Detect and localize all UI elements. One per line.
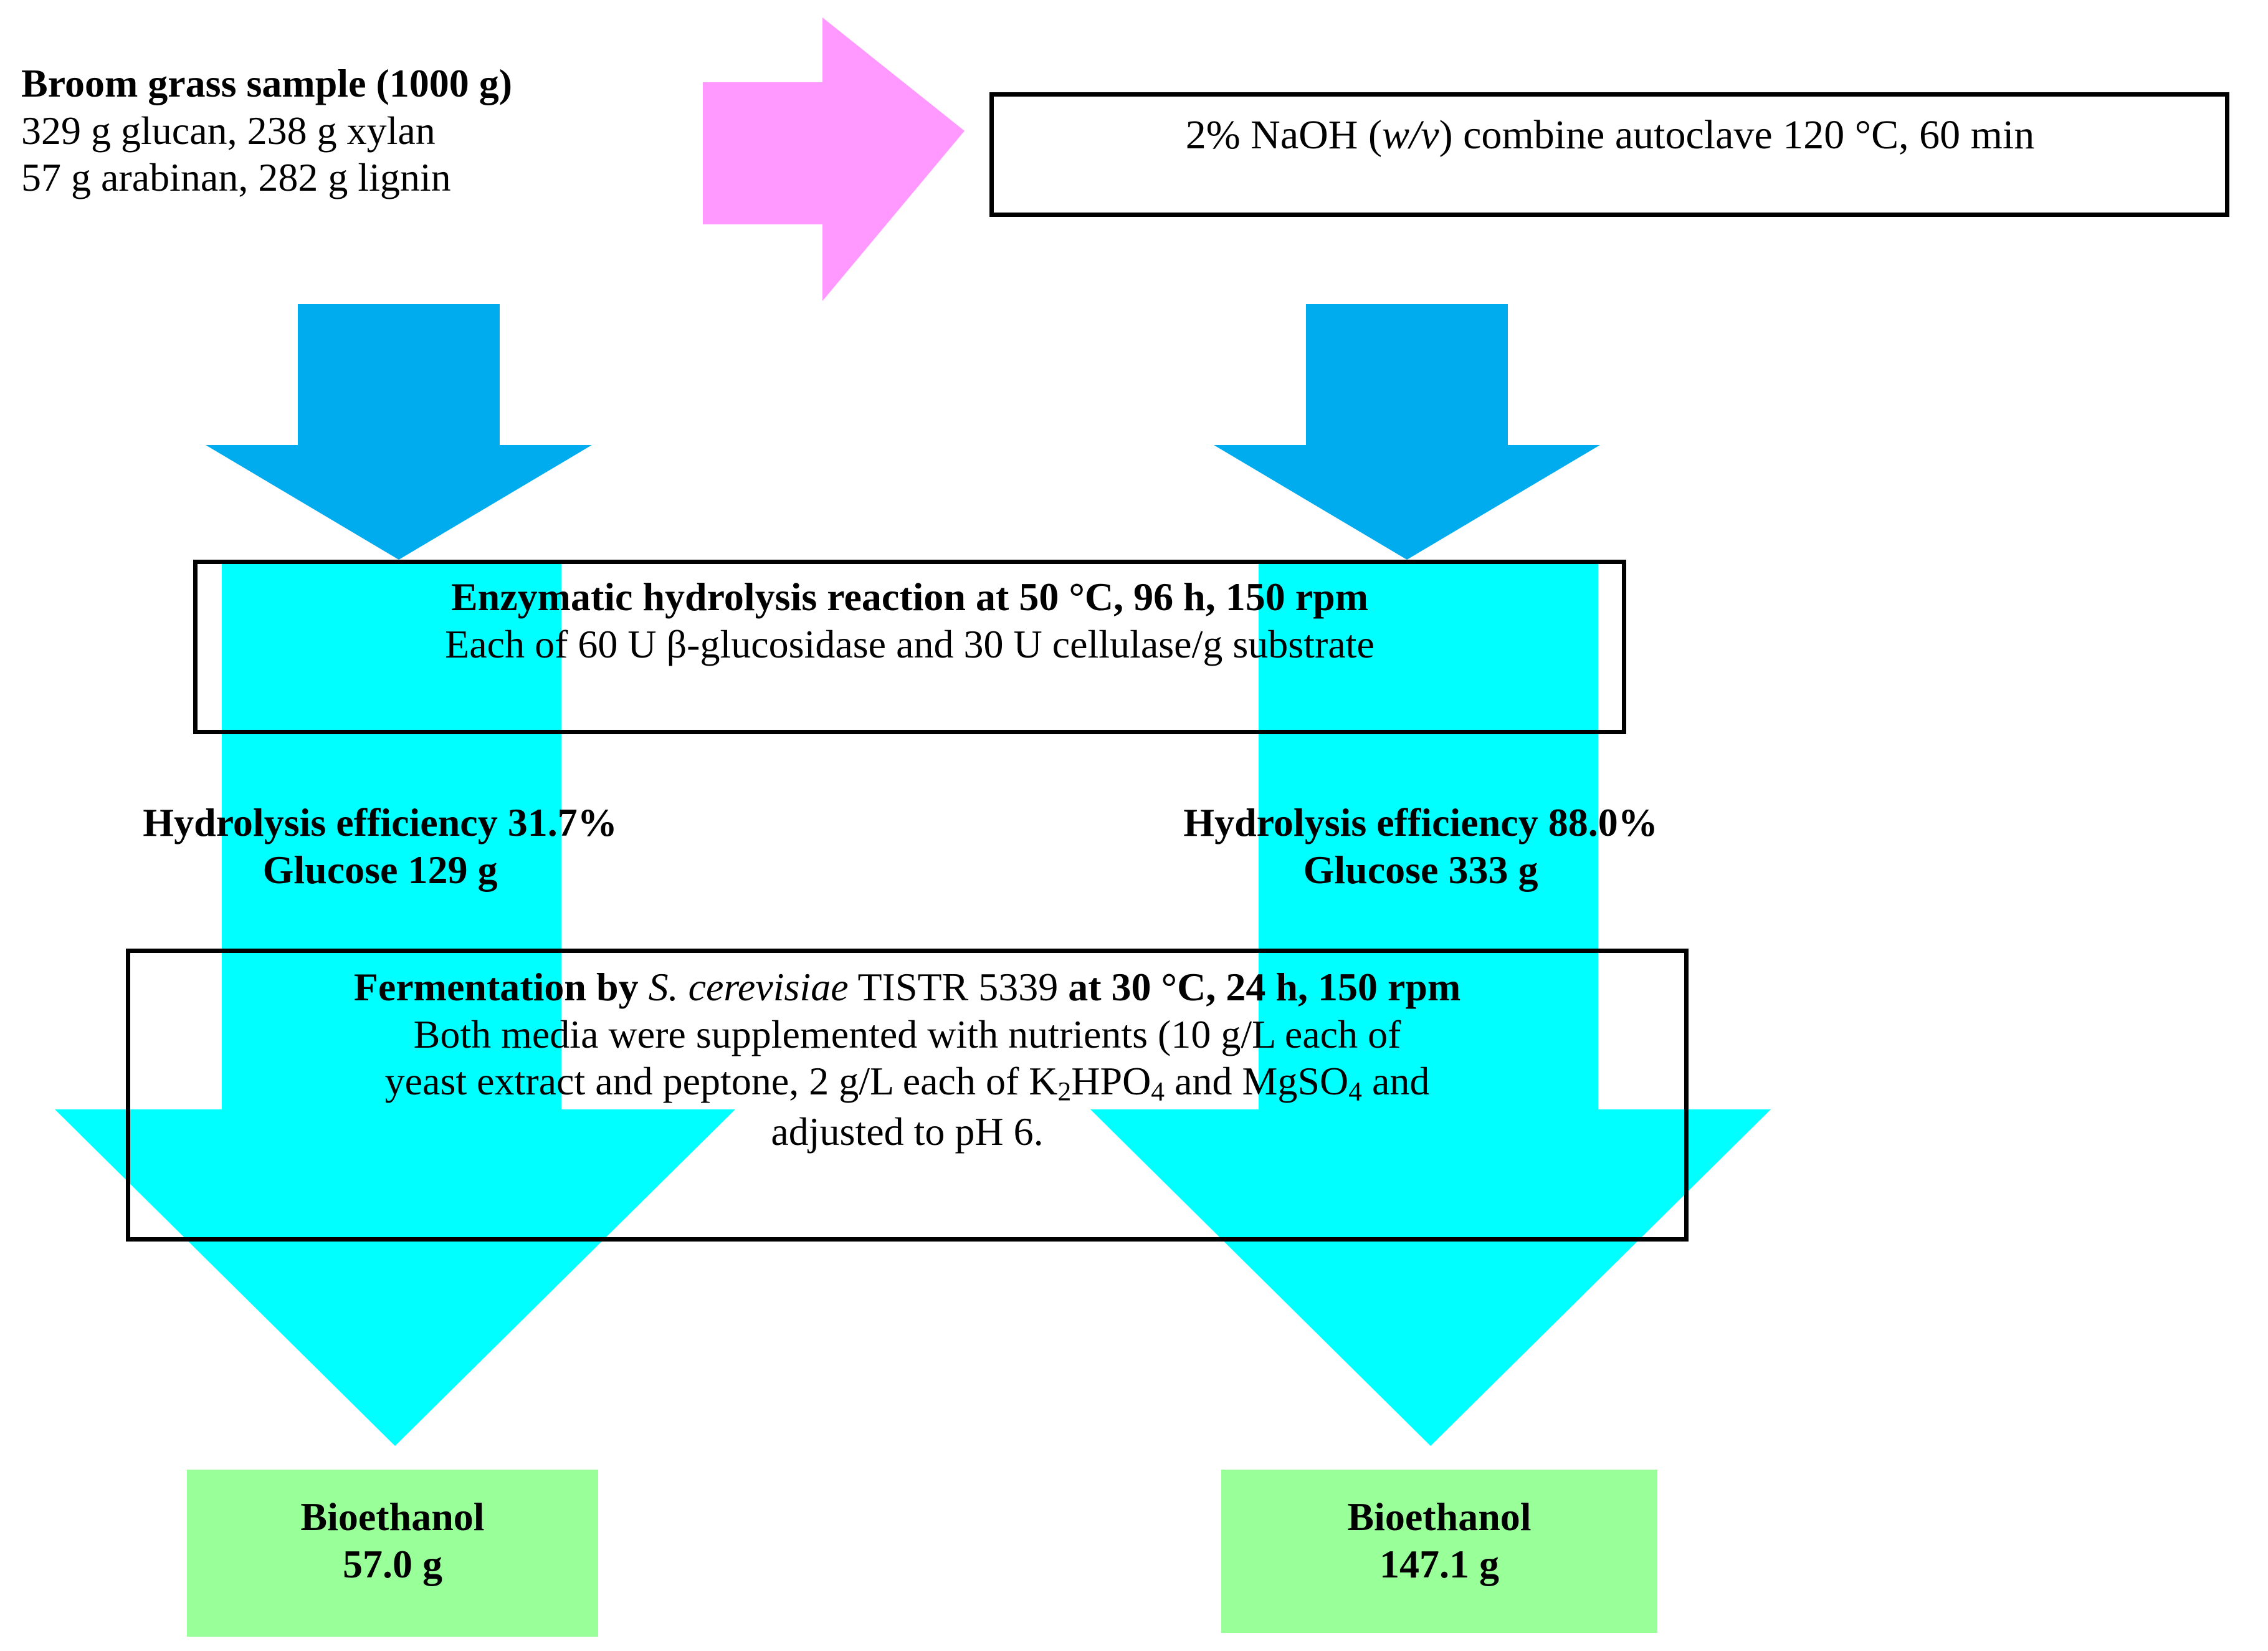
fermentation-box	[126, 949, 1689, 1242]
fermentation-detail-line-1: Both media were supplemented with nutrie…	[413, 1012, 1401, 1056]
fermentation-heading: Fermentation by S. cerevisiae TISTR 5339…	[132, 964, 1682, 1011]
ferm-d2-sub2: 4	[1151, 1076, 1165, 1107]
product-right-value: 147.1 g	[1379, 1541, 1499, 1586]
blue-down-arrow-left-icon	[206, 304, 592, 560]
hydrolysis-heading: Enzymatic hydrolysis reaction at 50 °C, …	[450, 575, 1369, 619]
efficiency-left-line-1: Hydrolysis efficiency 31.7%	[143, 800, 617, 845]
cyan-flow-band-right	[1259, 560, 1598, 1114]
ferm-d2-a: yeast extract and peptone, 2 g/L each of…	[384, 1059, 1058, 1104]
fermentation-head-bold-1: Fermentation by	[353, 965, 649, 1009]
cyan-arrowhead-right-icon	[1090, 1109, 1771, 1446]
hydrolysis-box	[193, 560, 1626, 734]
blue-down-arrow-right-icon	[1214, 304, 1600, 560]
fermentation-species: S. cerevisiae	[648, 965, 849, 1009]
cyan-arrowhead-left-icon	[55, 1109, 735, 1446]
sample-text-block: Broom grass sample (1000 g) 329 g glucan…	[21, 60, 694, 201]
efficiency-left-line-2: Glucose 129 g	[262, 847, 498, 892]
product-box-left	[187, 1470, 598, 1637]
ferm-d2-c: and MgSO	[1165, 1059, 1349, 1104]
cyan-flow-band-left	[222, 560, 561, 1114]
product-left-value: 57.0 g	[343, 1541, 442, 1586]
efficiency-right-line-2: Glucose 333 g	[1303, 847, 1538, 892]
product-right-label: Bioethanol	[1347, 1495, 1532, 1539]
hydrolysis-detail: Each of 60 U β-glucosidase and 30 U cell…	[445, 621, 1375, 666]
hydrolysis-text-block: Enzymatic hydrolysis reaction at 50 °C, …	[199, 573, 1620, 668]
fermentation-head-bold-2: at 30 °C, 24 h, 150 rpm	[1068, 965, 1461, 1009]
sample-line-3: 57 g arabinan, 282 g lignin	[21, 155, 451, 200]
ferm-d2-sub1: 2	[1057, 1076, 1072, 1107]
fermentation-text-block: Fermentation by S. cerevisiae TISTR 5339…	[132, 964, 1682, 1155]
pretreatment-text-block: 2% NaOH (w/v) combine autoclave 120 °C, …	[1006, 111, 2214, 160]
sample-line-2: 329 g glucan, 238 g xylan	[21, 108, 436, 153]
product-right-text-block: Bioethanol 147.1 g	[1221, 1493, 1657, 1587]
ferm-d2-d: and	[1361, 1059, 1430, 1104]
product-left-label: Bioethanol	[300, 1495, 485, 1539]
pretreatment-suffix: ) combine autoclave 120 °C, 60 min	[1439, 112, 2035, 158]
fermentation-detail-line-2: yeast extract and peptone, 2 g/L each of…	[132, 1058, 1682, 1108]
pretreatment-wv: w/v	[1381, 112, 1439, 158]
product-box-right	[1221, 1470, 1657, 1633]
fermentation-detail-line-3: adjusted to pH 6.	[771, 1109, 1044, 1154]
pink-right-arrow-icon	[703, 17, 965, 301]
pretreatment-box	[989, 92, 2229, 217]
pretreatment-prefix: 2% NaOH (	[1185, 112, 1382, 158]
efficiency-right-block: Hydrolysis efficiency 88.0% Glucose 333 …	[1072, 799, 1770, 893]
efficiency-left-block: Hydrolysis efficiency 31.7% Glucose 129 …	[37, 799, 723, 893]
efficiency-right-line-1: Hydrolysis efficiency 88.0%	[1183, 800, 1658, 845]
sample-heading: Broom grass sample (1000 g)	[21, 61, 513, 105]
ferm-d2-b: HPO	[1071, 1059, 1151, 1104]
fermentation-strain: TISTR 5339	[848, 965, 1069, 1009]
ferm-d2-sub3: 4	[1348, 1076, 1362, 1107]
product-left-text-block: Bioethanol 57.0 g	[187, 1493, 598, 1587]
